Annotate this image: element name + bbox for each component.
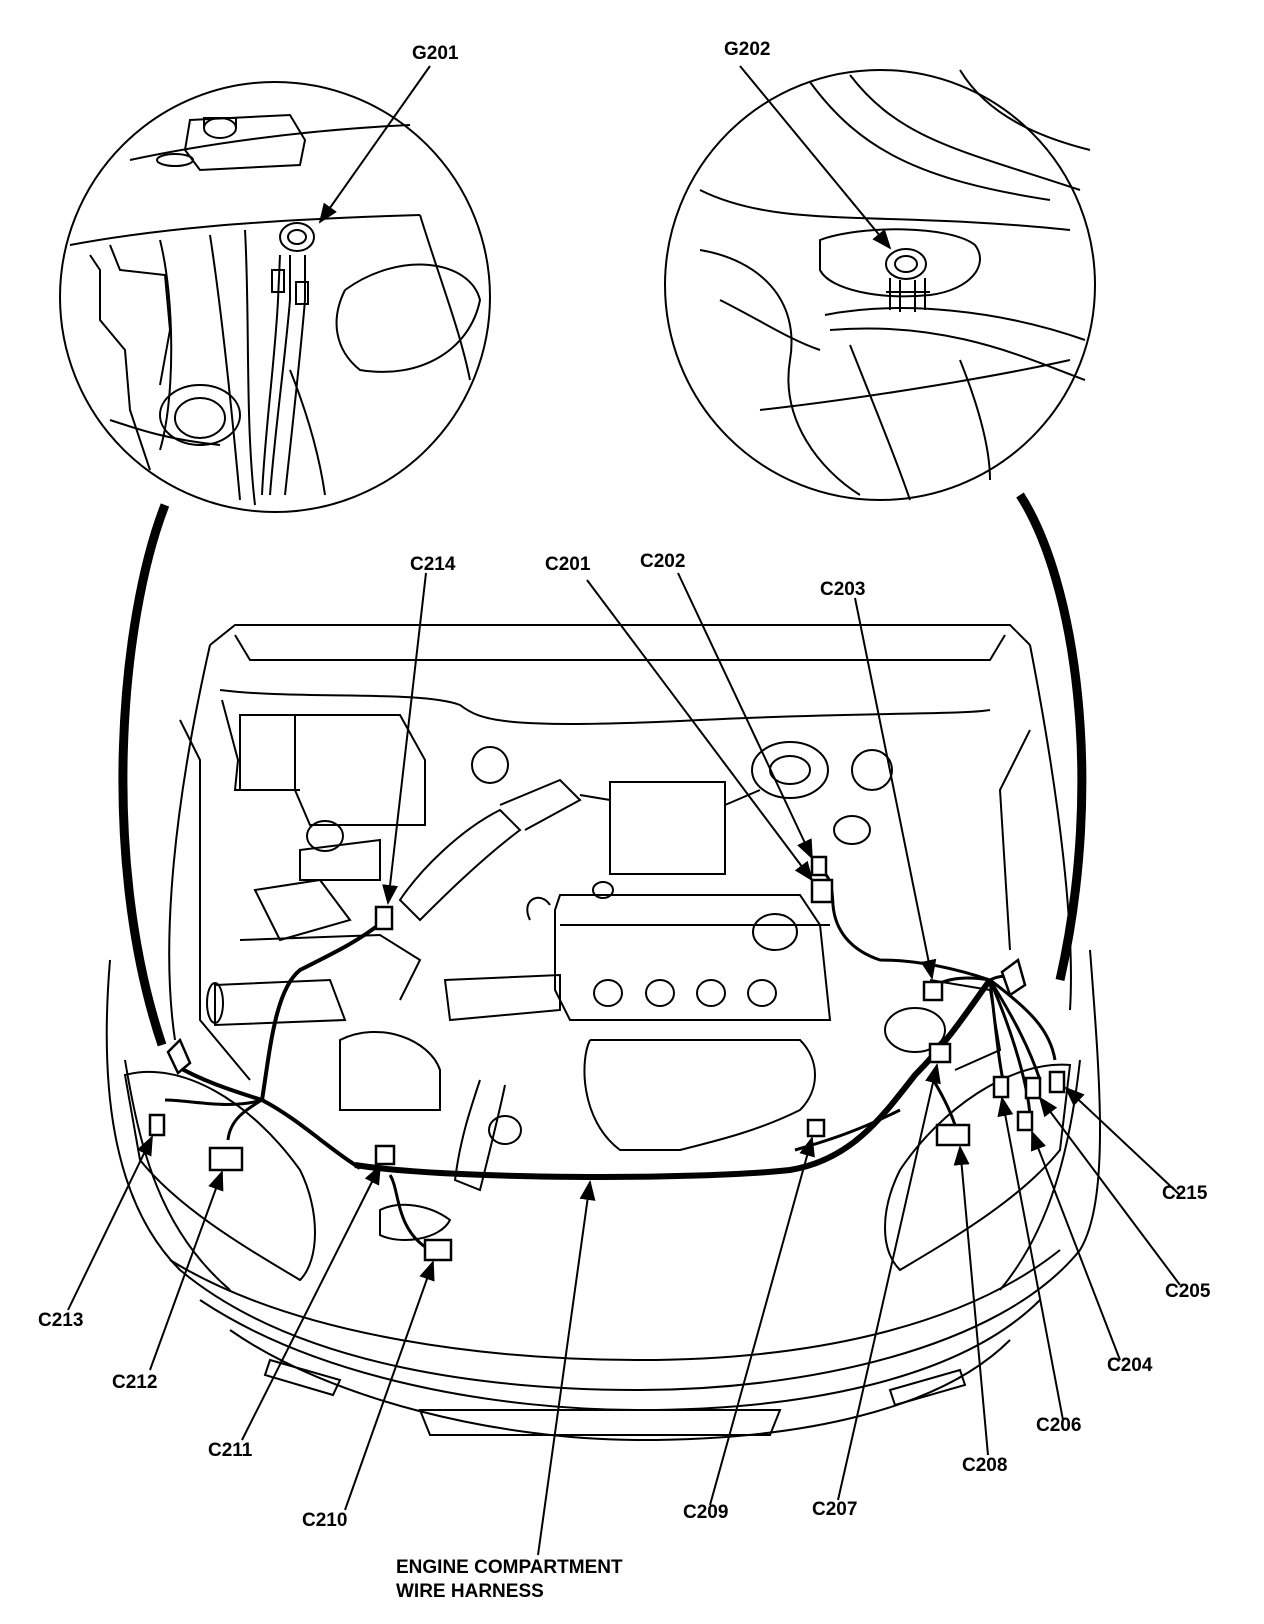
label-c208: C208: [962, 1455, 1008, 1476]
leader-arrows: [67, 65, 1181, 1556]
g202-detail-view: [664, 69, 1096, 501]
label-c204: C204: [1107, 1355, 1153, 1376]
c207-connector: [928, 1042, 952, 1064]
c206-connector: [992, 1075, 1010, 1099]
c208-connector: [935, 1123, 971, 1147]
c212-connector: [208, 1146, 244, 1172]
c214-connector: [374, 905, 394, 931]
label-c215: C215: [1162, 1183, 1208, 1204]
label-c201: C201: [545, 554, 591, 575]
label-c212: C212: [112, 1372, 158, 1393]
c213-connector: [148, 1113, 166, 1137]
car-front-outline: [105, 624, 1101, 1442]
c204-connector: [1016, 1110, 1034, 1132]
label-c211: C211: [208, 1440, 253, 1461]
c202-connector: [810, 855, 828, 877]
label-c209: C209: [683, 1502, 729, 1523]
label-g201: G201: [412, 43, 459, 64]
c201-connector: [810, 878, 834, 904]
harness-caption: ENGINE COMPARTMENT WIRE HARNESS: [396, 1556, 623, 1604]
c211-connector: [374, 1144, 396, 1166]
c205-connector: [1024, 1076, 1042, 1100]
c210-connector: [423, 1238, 453, 1262]
callout-leaders: [118, 492, 1087, 1047]
label-c210: C210: [302, 1510, 348, 1531]
label-g202: G202: [724, 39, 771, 60]
c203-connector: [922, 980, 944, 1002]
harness-caption-line2: WIRE HARNESS: [396, 1581, 544, 1602]
label-c203: C203: [820, 579, 866, 600]
g201-ground-terminal: [166, 1037, 192, 1075]
label-c213: C213: [38, 1310, 84, 1331]
c209-connector: [806, 1118, 826, 1138]
label-c202: C202: [640, 551, 686, 572]
g202-ground-terminal: [1000, 957, 1027, 997]
harness-caption-line1: ENGINE COMPARTMENT: [396, 1557, 623, 1578]
g201-detail-view: [59, 81, 491, 513]
connector-bodies: [148, 855, 1066, 1262]
label-c214: C214: [410, 554, 456, 575]
label-c205: C205: [1165, 1281, 1211, 1302]
c215-connector: [1048, 1070, 1066, 1094]
label-c207: C207: [812, 1499, 858, 1520]
label-c206: C206: [1036, 1415, 1082, 1436]
